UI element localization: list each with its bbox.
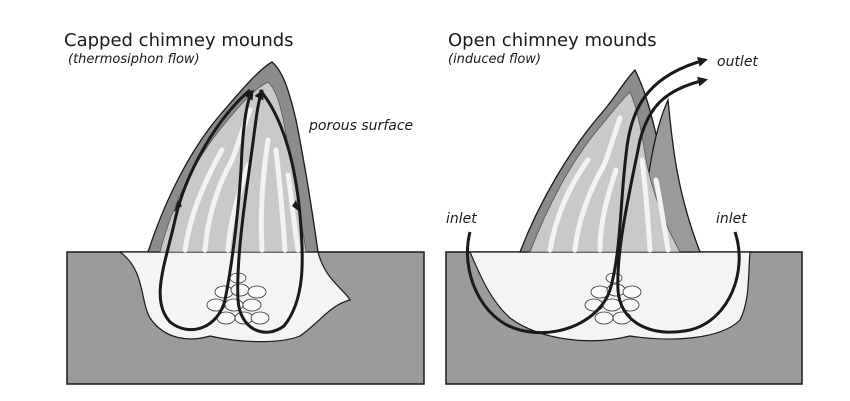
right-panel-subtitle: (induced flow) (448, 52, 541, 67)
nest-cavity-right (469, 251, 751, 342)
left-panel-subtitle: (thermosiphon flow) (68, 52, 200, 67)
capped-chimney-mound (66, 61, 425, 385)
loop-right-arrow (236, 89, 304, 334)
loop-left-arrow (158, 88, 254, 332)
fungus-comb-left (206, 272, 270, 325)
air-channels-right (547, 115, 671, 253)
inner-mound-right (529, 91, 681, 253)
left-panel-title: Capped chimney mounds (64, 30, 294, 51)
flow-left-arrow (465, 57, 708, 335)
fungus-comb-right (584, 272, 642, 325)
induced-flow-lines (465, 57, 741, 335)
porous-surface-label: porous surface (309, 118, 414, 134)
nest-cavity-left (118, 251, 351, 343)
inlet-right-label: inlet (716, 211, 747, 227)
down-arrow-left (174, 200, 182, 212)
open-chimney-mound (445, 57, 803, 385)
outlet-label: outlet (717, 54, 758, 70)
thermosiphon-loops (158, 88, 304, 334)
flow-right-arrow (616, 76, 741, 334)
right-panel-title: Open chimney mounds (448, 30, 657, 51)
inlet-left-label: inlet (446, 211, 477, 227)
down-arrow-right (292, 200, 300, 212)
